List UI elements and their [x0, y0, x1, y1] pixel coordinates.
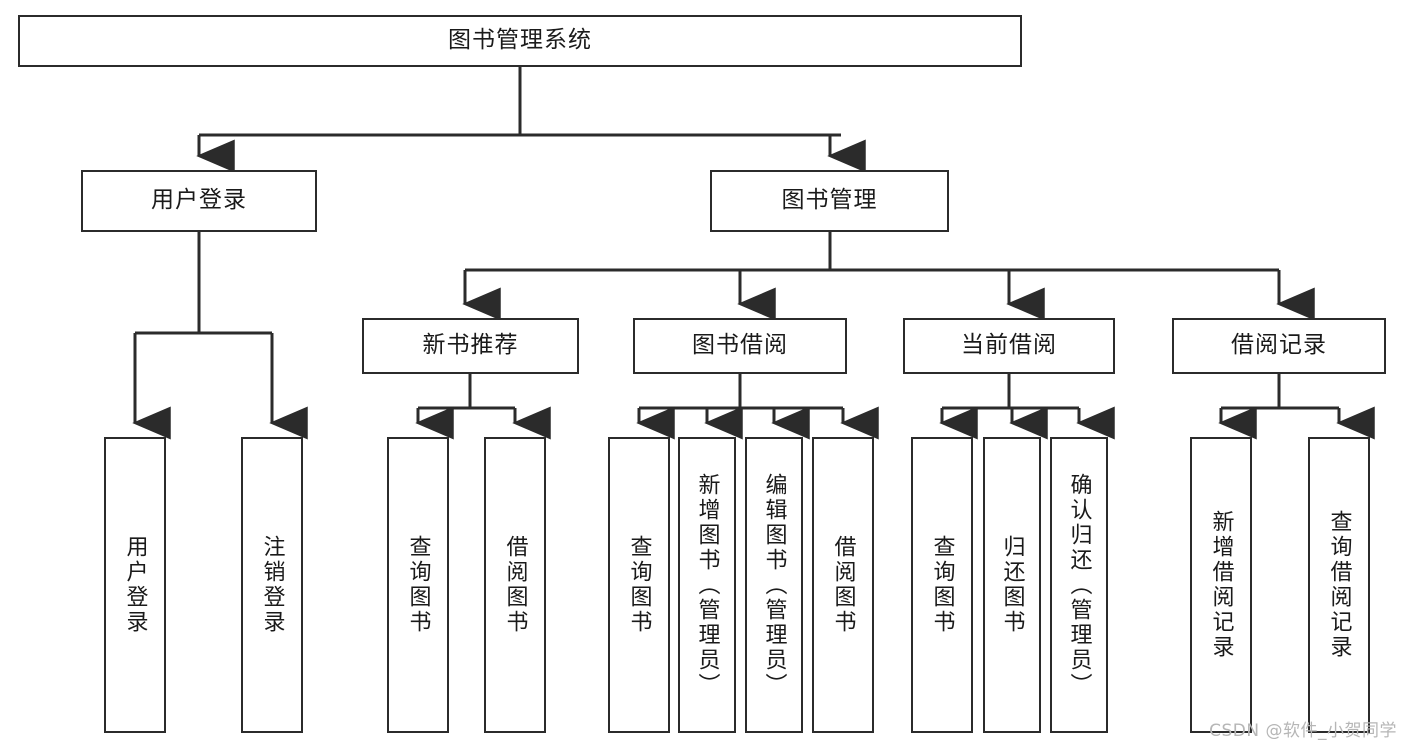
leaf-search-borrow-record[interactable]: 查询借阅记录 — [1308, 437, 1370, 733]
node-current-borrow-label: 当前借阅 — [961, 332, 1057, 359]
leaf-borrow-book[interactable]: 借阅图书 — [812, 437, 874, 733]
node-root-label: 图书管理系统 — [448, 27, 592, 54]
edge-newbook-to-leaves — [415, 374, 551, 440]
leaf-search-borrow-record-label: 查询借阅记录 — [1326, 510, 1352, 660]
leaf-user-login-label: 用户登录 — [122, 535, 148, 635]
leaf-add-borrow-record-label: 新增借阅记录 — [1208, 510, 1234, 660]
leaf-user-logout-label: 注销登录 — [259, 535, 285, 635]
edge-bookmgmt-to-level3 — [462, 232, 1315, 321]
leaf-user-login[interactable]: 用户登录 — [104, 437, 166, 733]
leaf-search-book-current-label: 查询图书 — [929, 535, 955, 635]
edge-current-to-leaves — [939, 374, 1115, 440]
csdn-watermark: CSDN @软件_小贺同学 — [1209, 721, 1397, 741]
leaf-borrow-book-label: 借阅图书 — [830, 535, 856, 635]
node-new-book-recommend-label: 新书推荐 — [422, 332, 519, 359]
leaf-borrow-book-newbook[interactable]: 借阅图书 — [484, 437, 546, 733]
node-book-borrow-label: 图书借阅 — [692, 332, 788, 359]
leaf-search-book-borrow-label: 查询图书 — [626, 535, 652, 635]
leaf-search-book-current[interactable]: 查询图书 — [911, 437, 973, 733]
leaf-return-book[interactable]: 归还图书 — [983, 437, 1041, 733]
leaf-add-borrow-record[interactable]: 新增借阅记录 — [1190, 437, 1252, 733]
node-new-book-recommend[interactable]: 新书推荐 — [362, 318, 579, 374]
leaf-confirm-return-admin[interactable]: 确认归还（管理员） — [1050, 437, 1108, 733]
leaf-return-book-label: 归还图书 — [999, 535, 1025, 635]
leaf-search-book-newbook[interactable]: 查询图书 — [387, 437, 449, 733]
leaf-confirm-return-admin-label: 确认归还（管理员） — [1066, 472, 1092, 698]
leaf-add-book-admin[interactable]: 新增图书（管理员） — [678, 437, 736, 733]
leaf-borrow-book-newbook-label: 借阅图书 — [502, 535, 528, 635]
leaf-user-logout[interactable]: 注销登录 — [241, 437, 303, 733]
node-book-management-label: 图书管理 — [781, 187, 878, 214]
node-borrow-records[interactable]: 借阅记录 — [1172, 318, 1386, 374]
edge-records-to-leaves — [1218, 374, 1375, 440]
node-book-management[interactable]: 图书管理 — [710, 170, 949, 232]
node-borrow-records-label: 借阅记录 — [1231, 332, 1327, 359]
leaf-add-book-admin-label: 新增图书（管理员） — [694, 472, 720, 698]
node-current-borrow[interactable]: 当前借阅 — [903, 318, 1115, 374]
node-user-login-label: 用户登录 — [151, 187, 247, 214]
node-user-login[interactable]: 用户登录 — [81, 170, 317, 232]
node-book-borrow[interactable]: 图书借阅 — [633, 318, 847, 374]
leaf-search-book-borrow[interactable]: 查询图书 — [608, 437, 670, 733]
leaf-edit-book-admin[interactable]: 编辑图书（管理员） — [745, 437, 803, 733]
edge-root-to-level2 — [196, 67, 866, 173]
edge-userlogin-to-leaves — [132, 232, 308, 440]
node-root[interactable]: 图书管理系统 — [18, 15, 1022, 67]
edge-borrow-to-leaves — [636, 374, 879, 440]
leaf-search-book-newbook-label: 查询图书 — [405, 535, 431, 635]
leaf-edit-book-admin-label: 编辑图书（管理员） — [761, 472, 787, 698]
